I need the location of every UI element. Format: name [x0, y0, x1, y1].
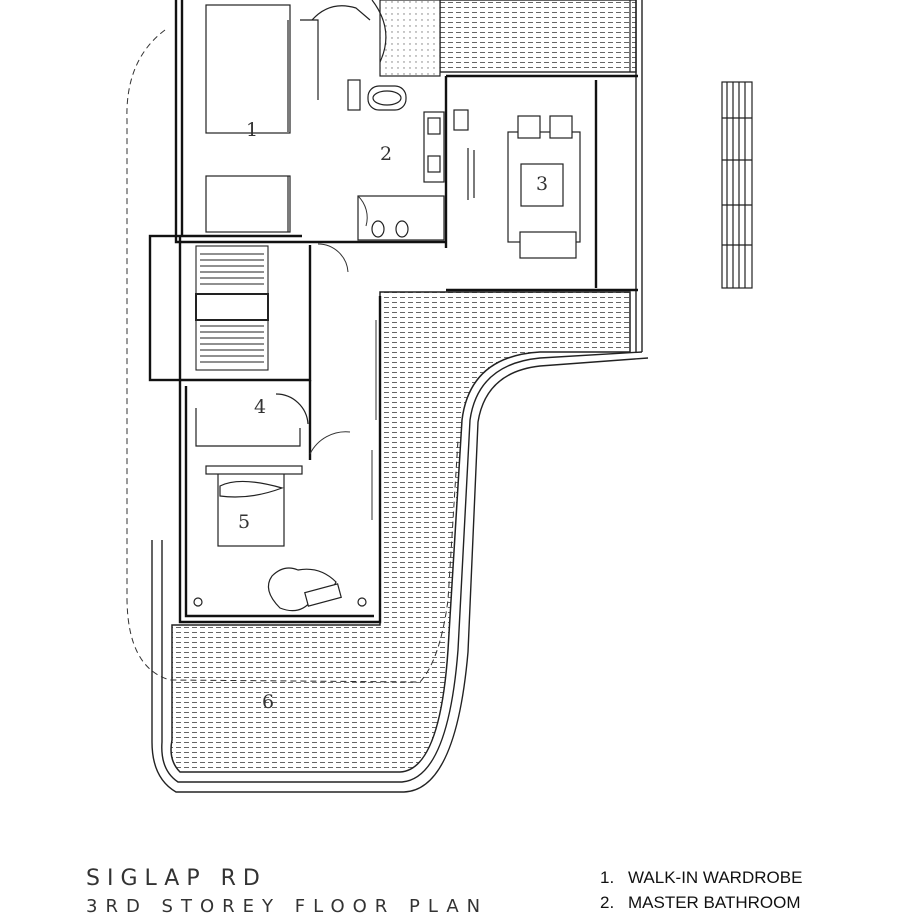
- room-number-6: 6: [262, 691, 274, 713]
- legend-label: WALK-IN WARDROBE: [628, 868, 803, 887]
- legend-item: 2. MASTER BATHROOM: [600, 893, 802, 918]
- legend-label: MASTER BATHROOM: [628, 893, 801, 912]
- room-number-3: 3: [536, 173, 548, 195]
- stairwell: [195, 245, 269, 371]
- room-number-5: 5: [238, 511, 250, 533]
- legend-number: 2.: [600, 893, 615, 912]
- room-number-2: 2: [380, 143, 392, 165]
- bathroom-fixtures: [347, 79, 445, 241]
- room4-outline: [195, 393, 309, 447]
- room-legend: 1. WALK-IN WARDROBE 2. MASTER BATHROOM: [600, 868, 802, 918]
- sheet-title: 3RD STOREY FLOOR PLAN: [86, 896, 489, 917]
- door-swings: [309, 195, 377, 520]
- room3-furniture: [453, 109, 581, 259]
- project-title: SIGLAP RD: [86, 866, 267, 891]
- external-steps: [721, 81, 753, 289]
- legend-number: 1.: [600, 868, 615, 887]
- roof-outline-dashed: [126, 29, 459, 683]
- building-walls: [148, 0, 638, 624]
- upper-deck: [439, 0, 637, 73]
- wardrobe-fixtures: [205, 4, 371, 233]
- terrace-outline-upper: [635, 0, 643, 352]
- legend-item: 1. WALK-IN WARDROBE: [600, 868, 802, 893]
- bedroom-furniture: [193, 465, 367, 612]
- planter-courtyard: [371, 0, 441, 77]
- room-number-4: 4: [254, 396, 266, 418]
- main-deck: [151, 291, 649, 793]
- room-number-1: 1: [246, 119, 258, 141]
